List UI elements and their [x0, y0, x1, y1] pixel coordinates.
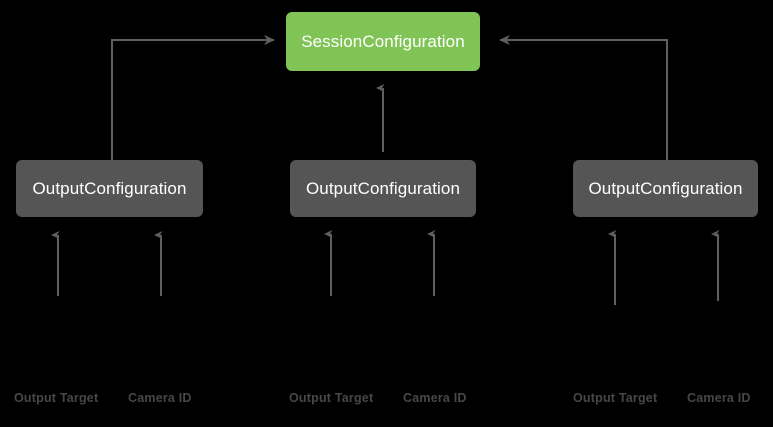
leaf-label-camera-id-1: Camera ID [128, 391, 192, 405]
node-output-configuration-middle-label: OutputConfiguration [305, 178, 461, 198]
leaf-label-output-target-1: Output Target [14, 391, 99, 405]
node-session-configuration-label: SessionConfiguration [301, 31, 465, 51]
node-output-configuration-right[interactable]: OutputConfiguration [573, 160, 758, 217]
node-output-configuration-left-label: OutputConfiguration [32, 178, 187, 198]
node-output-configuration-right-label: OutputConfiguration [588, 178, 743, 198]
edge-output-left-to-session [111, 34, 275, 160]
node-session-configuration[interactable]: SessionConfiguration [286, 12, 480, 71]
node-output-configuration-left[interactable]: OutputConfiguration [16, 160, 203, 217]
leaf-label-output-target-3: Output Target [573, 391, 658, 405]
leaf-label-camera-id-2: Camera ID [403, 391, 467, 405]
node-output-configuration-middle[interactable]: OutputConfiguration [290, 160, 476, 217]
leaf-label-camera-id-3: Camera ID [687, 391, 751, 405]
leaf-label-output-target-2: Output Target [289, 391, 374, 405]
edge-output-right-to-session [499, 34, 668, 160]
